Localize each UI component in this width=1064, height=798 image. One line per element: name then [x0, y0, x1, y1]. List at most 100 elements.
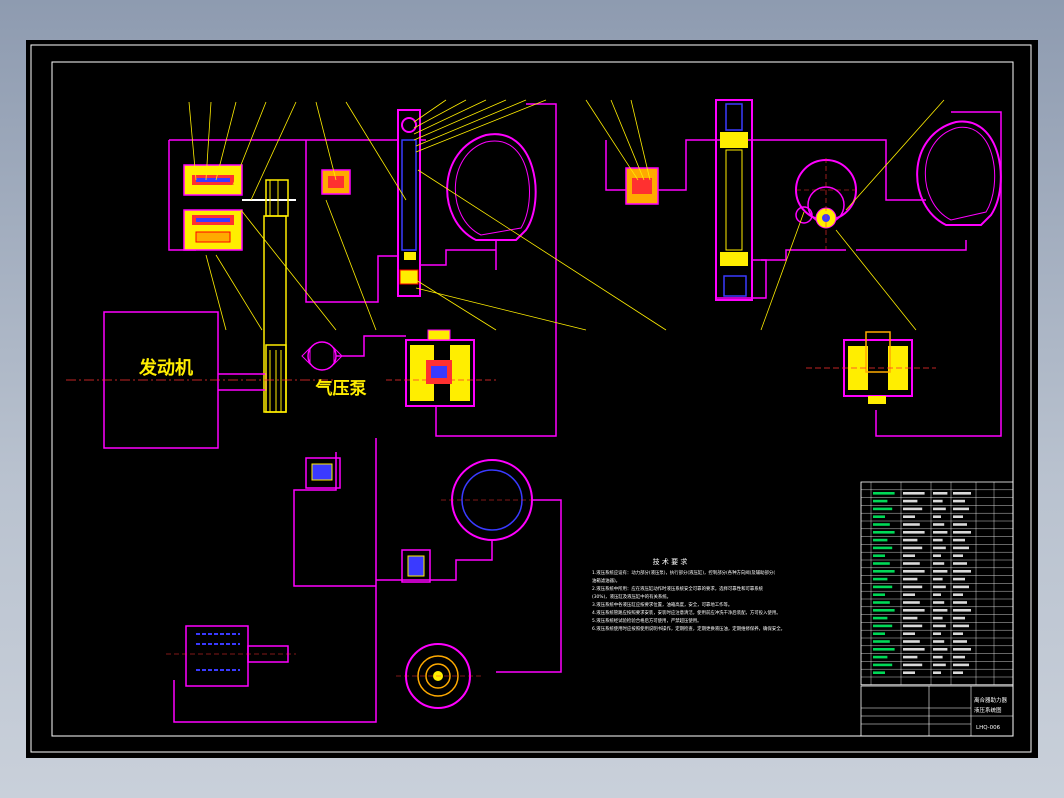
tech-line-2: 油箱滤油器)。 — [592, 577, 620, 584]
parts-list-cell — [953, 663, 969, 667]
parts-list-cell — [953, 538, 965, 542]
parts-list-cell — [903, 562, 920, 565]
parts-list-cell — [903, 507, 923, 511]
parts-list-cell — [933, 640, 945, 643]
parts-list-cell — [903, 499, 918, 503]
parts-list-cell — [873, 640, 890, 643]
parts-list-cell — [873, 515, 885, 518]
parts-list-cell — [903, 601, 920, 604]
parts-list-cell — [873, 499, 888, 503]
parts-list-cell — [953, 562, 967, 565]
parts-list-cell — [953, 523, 967, 526]
parts-list-cell — [953, 546, 969, 550]
parts-list-cell — [873, 655, 888, 659]
parts-list-cell — [873, 624, 893, 628]
parts-list-cell — [873, 609, 895, 612]
parts-list-cell — [903, 624, 923, 628]
parts-list-cell — [933, 531, 948, 534]
drawing-title-line-2: 液压系统图 — [974, 706, 1002, 714]
air-pump-label: 气压泵 — [315, 378, 367, 399]
parts-list-cell — [953, 515, 963, 518]
schematic-drawing: 发动机 气压泵 — [30, 44, 1032, 753]
title-block: 离合器助力器 液压系统图 LHQ-006 — [860, 685, 1014, 737]
right-hydraulic-assembly — [605, 99, 1002, 437]
parts-list-cell — [873, 507, 893, 511]
parts-list-cell — [953, 601, 967, 604]
parts-list-cell — [873, 562, 890, 565]
parts-list-cell — [873, 616, 888, 620]
parts-list-cell — [953, 648, 971, 651]
parts-list-cell — [873, 554, 885, 557]
parts-list-cell — [873, 671, 885, 674]
parts-list-cell — [933, 632, 941, 635]
parts-list-cell — [953, 570, 971, 573]
parts-list-cell — [953, 671, 963, 674]
parts-list-cell — [873, 663, 893, 667]
parts-list-cell — [933, 671, 941, 674]
parts-list-cell — [903, 515, 915, 518]
tech-requirements: 技 术 要 求 1.液压系统应设有：动力部分(液压泵)，执行部分(液压缸)，控制… — [592, 557, 785, 632]
oil-reservoir-1 — [446, 133, 537, 241]
parts-list-cell — [903, 492, 925, 495]
parts-list-cell — [953, 640, 967, 643]
parts-list-cell — [953, 499, 965, 503]
air-pump-symbol — [307, 341, 337, 371]
parts-list-cell — [903, 570, 925, 573]
parts-list-cell — [953, 593, 963, 596]
tech-line-8: 6.液压系统使用时应按照使用说明书操作，定期检查，定期更换液压油，定期维修保养，… — [592, 625, 785, 632]
parts-list-cell — [903, 609, 925, 612]
parts-list-cell — [953, 655, 965, 659]
tech-line-4: (30%)，液压缸及液压缸中的有关系统。 — [592, 593, 671, 600]
parts-list-cell — [953, 554, 963, 557]
parts-list-table — [860, 481, 1014, 686]
parts-list-cell — [953, 632, 963, 635]
lower-circuit — [166, 438, 562, 723]
parts-list-cell — [903, 554, 915, 557]
parts-list-cell — [903, 632, 915, 635]
parts-list-cell — [873, 570, 895, 573]
parts-list-cell — [873, 523, 890, 526]
parts-list-cell — [903, 523, 920, 526]
inner-frame — [51, 61, 1014, 737]
parts-list-cell — [873, 538, 888, 542]
parts-list-cell — [933, 546, 946, 550]
parts-list-cell — [933, 515, 941, 518]
parts-list-cell — [903, 577, 918, 581]
parts-list-cell — [933, 523, 945, 526]
parts-list-cell — [873, 546, 893, 550]
tech-line-7: 5.液压系统经试验检验合格后方可使用，严禁超压使用。 — [592, 617, 702, 624]
outer-frame — [30, 44, 1032, 753]
parts-list-cell — [933, 609, 948, 612]
parts-list-cell — [903, 648, 925, 651]
parts-list-cell — [933, 601, 945, 604]
parts-list-cell — [873, 577, 888, 581]
parts-list-cell — [933, 538, 943, 542]
parts-list-cell — [873, 648, 895, 651]
parts-list-cell — [903, 663, 923, 667]
drive-shaft — [263, 215, 287, 413]
parts-list-cell — [933, 554, 941, 557]
parts-list-cell — [953, 577, 965, 581]
parts-list-cell — [873, 585, 893, 589]
leader-lines-left — [188, 99, 667, 331]
parts-list-cell — [953, 492, 971, 495]
parts-list-cell — [933, 585, 946, 589]
parts-list-cell — [933, 577, 943, 581]
parts-list-cell — [903, 546, 923, 550]
parts-list-cell — [903, 671, 915, 674]
tech-line-6: 4.液压系统管路应按照要求安装，安装时应注意清洁，使用前应冲洗干净后装配，方可投… — [592, 609, 781, 616]
parts-list-cell — [953, 585, 969, 589]
parts-list-cell — [873, 593, 885, 596]
tech-line-5: 3.液压系统中各液压缸应按要求位置，油箱高度，安全，可靠地工作等。 — [592, 601, 732, 608]
parts-list-cell — [873, 632, 885, 635]
drawing-number: LHQ-006 — [976, 725, 1001, 731]
parts-list-cell — [903, 593, 915, 596]
parts-list-cell — [873, 492, 895, 495]
parts-list-cell — [953, 609, 971, 612]
parts-list-cell — [933, 507, 946, 511]
parts-list-cell — [873, 531, 895, 534]
drawing-title-line-1: 离合器助力器 — [974, 696, 1008, 704]
parts-list-cell — [903, 531, 925, 534]
parts-list-cell — [933, 663, 946, 667]
tech-line-1: 1.液压系统应设有：动力部分(液压泵)，执行部分(液压缸)，控制部分(各种方向阀… — [592, 569, 775, 576]
